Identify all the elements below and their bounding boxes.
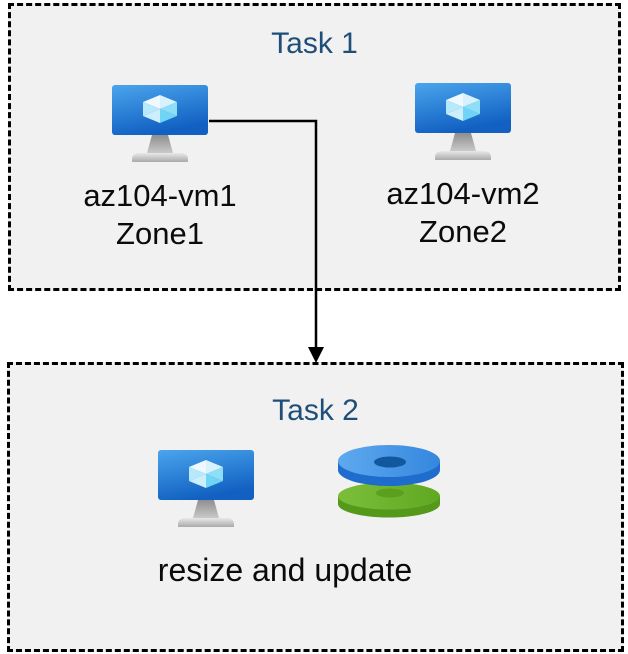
virtual-machine-icon (112, 85, 208, 163)
task1-title: Task 1 (271, 27, 358, 60)
flow-arrowhead (308, 347, 324, 363)
task2-caption: resize and update (157, 552, 413, 588)
vm-name: az104-vm2 (386, 176, 540, 211)
virtual-machine-icon (158, 450, 254, 528)
task2-box: Task 2 resize and update (7, 362, 624, 652)
vm-name: az104-vm1 (83, 178, 237, 213)
vm-group-az104-vm2: az104-vm2 Zone2 (363, 83, 563, 251)
task1-box: Task 1 az104-vm1 Zone1 az104-vm2 Zone2 (8, 3, 621, 291)
vm-label: az104-vm2 Zone2 (363, 175, 563, 251)
vm-zone: Zone2 (419, 214, 507, 249)
managed-disks-icon (338, 445, 442, 521)
vm-group-az104-vm1: az104-vm1 Zone1 (60, 85, 260, 253)
task2-title: Task 2 (272, 394, 359, 427)
virtual-machine-icon (415, 83, 511, 161)
vm-label: az104-vm1 Zone1 (60, 177, 260, 253)
vm-zone: Zone1 (116, 216, 204, 251)
